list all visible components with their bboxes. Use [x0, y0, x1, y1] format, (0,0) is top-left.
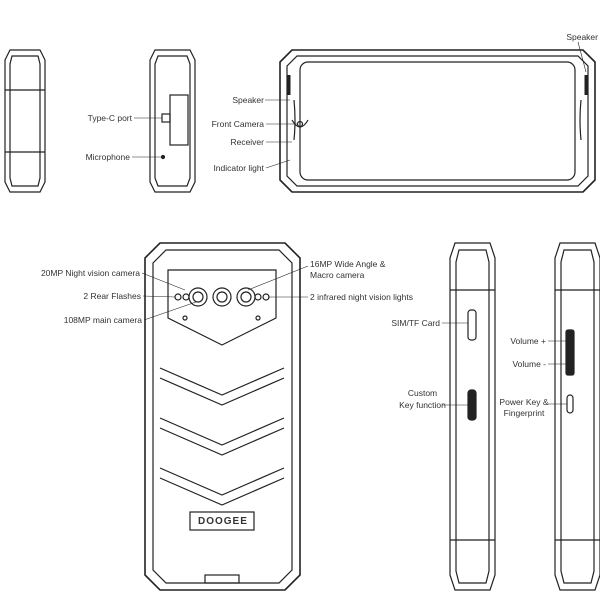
microphone-hole-icon: [160, 154, 166, 160]
label-infrared-lights: 2 infrared night vision lights: [310, 292, 414, 302]
screen: [299, 61, 576, 181]
label-type-c-port: Type-C port: [87, 113, 132, 123]
label-wide-angle-2: Macro camera: [310, 270, 365, 280]
label-microphone: Microphone: [85, 152, 130, 162]
side-view-sim: [442, 242, 496, 591]
label-volume-down: Volume -: [512, 359, 546, 369]
brand-logo-plate: [189, 511, 255, 531]
camera-module: [167, 269, 277, 346]
custom-key: [467, 389, 477, 421]
label-wide-angle-1: 16MP Wide Angle &: [310, 259, 386, 269]
side-view-buttons: [548, 242, 600, 591]
label-speaker-top: Speaker: [566, 32, 598, 42]
label-main-camera: 108MP main camera: [63, 315, 142, 325]
label-volume-up: Volume +: [510, 336, 546, 346]
label-indicator-light: Indicator light: [213, 163, 264, 173]
label-custom-key-2: Key function: [399, 400, 446, 410]
volume-rocker: [565, 329, 575, 376]
power-key: [566, 394, 574, 414]
type-c-port-icon: [161, 113, 171, 123]
side-view-left: [4, 49, 46, 193]
back-view: [141, 242, 309, 591]
front-view: [132, 41, 596, 193]
label-power-key-2: Fingerprint: [503, 408, 545, 418]
label-power-key-1: Power Key &: [499, 397, 549, 407]
brand-logo: DOOGEE: [198, 516, 248, 527]
label-night-vision-camera: 20MP Night vision camera: [40, 268, 140, 278]
side-view-bottom: [149, 49, 196, 193]
label-front-camera: Front Camera: [211, 119, 264, 129]
label-sim-card: SIM/TF Card: [391, 318, 440, 328]
sim-tray: [467, 309, 477, 341]
label-speaker-front: Speaker: [232, 95, 264, 105]
label-custom-key-1: Custom: [407, 388, 438, 398]
label-receiver: Receiver: [230, 137, 264, 147]
label-rear-flashes: 2 Rear Flashes: [83, 291, 141, 301]
